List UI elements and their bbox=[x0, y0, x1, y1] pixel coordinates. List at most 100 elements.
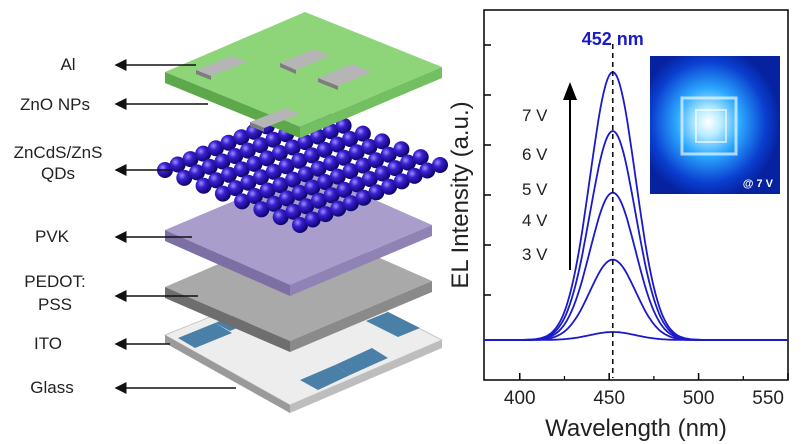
quantum-dot bbox=[400, 154, 416, 171]
quantum-dot bbox=[297, 166, 314, 183]
quantum-dot bbox=[380, 146, 397, 163]
label-qds-line2: QDs bbox=[41, 164, 75, 183]
y-ticks bbox=[484, 44, 491, 341]
quantum-dot bbox=[195, 145, 212, 162]
voltage-label-4v: 4 V bbox=[522, 211, 548, 230]
quantum-dot bbox=[221, 166, 237, 183]
label-zno: ZnO NPs bbox=[20, 95, 90, 114]
quantum-dot bbox=[310, 192, 327, 209]
quantum-dot bbox=[355, 157, 372, 174]
label-al: Al bbox=[60, 55, 75, 74]
voltage-label-6v: 6 V bbox=[522, 145, 548, 164]
quantum-dot bbox=[169, 156, 186, 173]
label-glass: Glass bbox=[30, 378, 73, 397]
inset-glow bbox=[650, 56, 780, 194]
quantum-dot bbox=[330, 200, 347, 217]
quantum-dot bbox=[381, 178, 398, 195]
quantum-dot bbox=[322, 123, 339, 140]
quantum-dot bbox=[342, 131, 359, 147]
quantum-dot bbox=[182, 151, 199, 168]
quantum-dot bbox=[368, 152, 384, 169]
x-ticks: 400 450 500 550 bbox=[504, 373, 789, 409]
quantum-dot bbox=[298, 198, 315, 215]
label-ito: ITO bbox=[34, 334, 62, 353]
quantum-dot bbox=[234, 193, 251, 210]
quantum-dot bbox=[310, 128, 327, 145]
quantum-dot bbox=[354, 125, 371, 142]
quantum-dot bbox=[297, 134, 314, 151]
quantum-dot bbox=[292, 217, 308, 233]
quantum-dot bbox=[393, 141, 410, 158]
x-tick-label: 400 bbox=[504, 388, 536, 409]
quantum-dot bbox=[291, 152, 308, 169]
quantum-dot bbox=[342, 163, 359, 180]
quantum-dot bbox=[361, 171, 378, 187]
quantum-dot bbox=[246, 155, 263, 172]
quantum-dot bbox=[304, 179, 321, 196]
quantum-dot bbox=[291, 184, 308, 201]
voltage-label-3v: 3 V bbox=[522, 245, 548, 264]
quantum-dot bbox=[189, 164, 205, 181]
quantum-dot bbox=[246, 188, 263, 204]
quantum-dot bbox=[278, 158, 295, 175]
voltage-labels: 7 V 6 V 5 V 4 V 3 V bbox=[522, 82, 577, 270]
spectrum-curves bbox=[484, 71, 788, 341]
quantum-dot bbox=[336, 181, 353, 198]
quantum-dot bbox=[253, 169, 269, 186]
inset-label: @ 7 V bbox=[743, 178, 774, 190]
quantum-dot bbox=[207, 140, 224, 157]
quantum-dot bbox=[214, 153, 231, 170]
quantum-dot bbox=[374, 165, 391, 182]
quantum-dot bbox=[227, 148, 244, 164]
peak-label: 452 nm bbox=[582, 29, 644, 49]
quantum-dot bbox=[265, 163, 282, 180]
quantum-dot bbox=[259, 182, 276, 199]
quantum-dot bbox=[368, 184, 385, 201]
quantum-dot bbox=[220, 134, 237, 151]
quantum-dot-layer bbox=[157, 102, 448, 233]
quantum-dot bbox=[432, 157, 448, 173]
quantum-dot bbox=[272, 209, 289, 226]
x-tick-label: 450 bbox=[593, 388, 625, 409]
x-axis-title: Wavelength (nm) bbox=[545, 415, 727, 442]
quantum-dot bbox=[316, 141, 333, 158]
quantum-dot bbox=[412, 149, 429, 166]
quantum-dot bbox=[348, 144, 365, 161]
quantum-dot bbox=[393, 173, 410, 190]
quantum-dot bbox=[233, 161, 250, 178]
quantum-dot bbox=[355, 189, 372, 206]
label-qds-line1: ZnCdS/ZnS bbox=[14, 143, 103, 162]
quantum-dot bbox=[176, 169, 193, 186]
quantum-dot bbox=[278, 190, 295, 207]
quantum-dot bbox=[253, 201, 270, 218]
y-axis-title: EL Intensity (a.u.) bbox=[447, 101, 474, 288]
quantum-dot bbox=[329, 136, 346, 153]
inset-photo: @ 7 V bbox=[650, 56, 780, 194]
quantum-dot bbox=[266, 195, 283, 212]
quantum-dot bbox=[271, 145, 288, 161]
device-stack-schematic bbox=[157, 12, 448, 413]
quantum-dot bbox=[272, 177, 289, 194]
x-tick-label: 550 bbox=[752, 388, 784, 409]
x-tick-label: 500 bbox=[683, 388, 715, 409]
quantum-dot bbox=[227, 180, 244, 197]
voltage-label-5v: 5 V bbox=[522, 180, 548, 199]
quantum-dot bbox=[342, 195, 359, 212]
quantum-dot bbox=[374, 133, 391, 150]
quantum-dot bbox=[259, 150, 276, 167]
quantum-dot bbox=[285, 203, 302, 220]
quantum-dot bbox=[201, 158, 218, 175]
quantum-dot bbox=[208, 172, 225, 189]
al-electrodes bbox=[196, 49, 372, 132]
quantum-dot bbox=[310, 160, 327, 177]
label-pvk: PVK bbox=[35, 227, 70, 246]
quantum-dot bbox=[195, 177, 212, 194]
voltage-arrow-head bbox=[563, 82, 577, 100]
quantum-dot bbox=[284, 139, 301, 156]
quantum-dot bbox=[285, 171, 302, 188]
quantum-dot bbox=[323, 155, 340, 172]
quantum-dot bbox=[336, 149, 352, 166]
layer-labels: Al ZnO NPs ZnCdS/ZnS QDs PVK PEDOT: PSS … bbox=[14, 55, 236, 397]
